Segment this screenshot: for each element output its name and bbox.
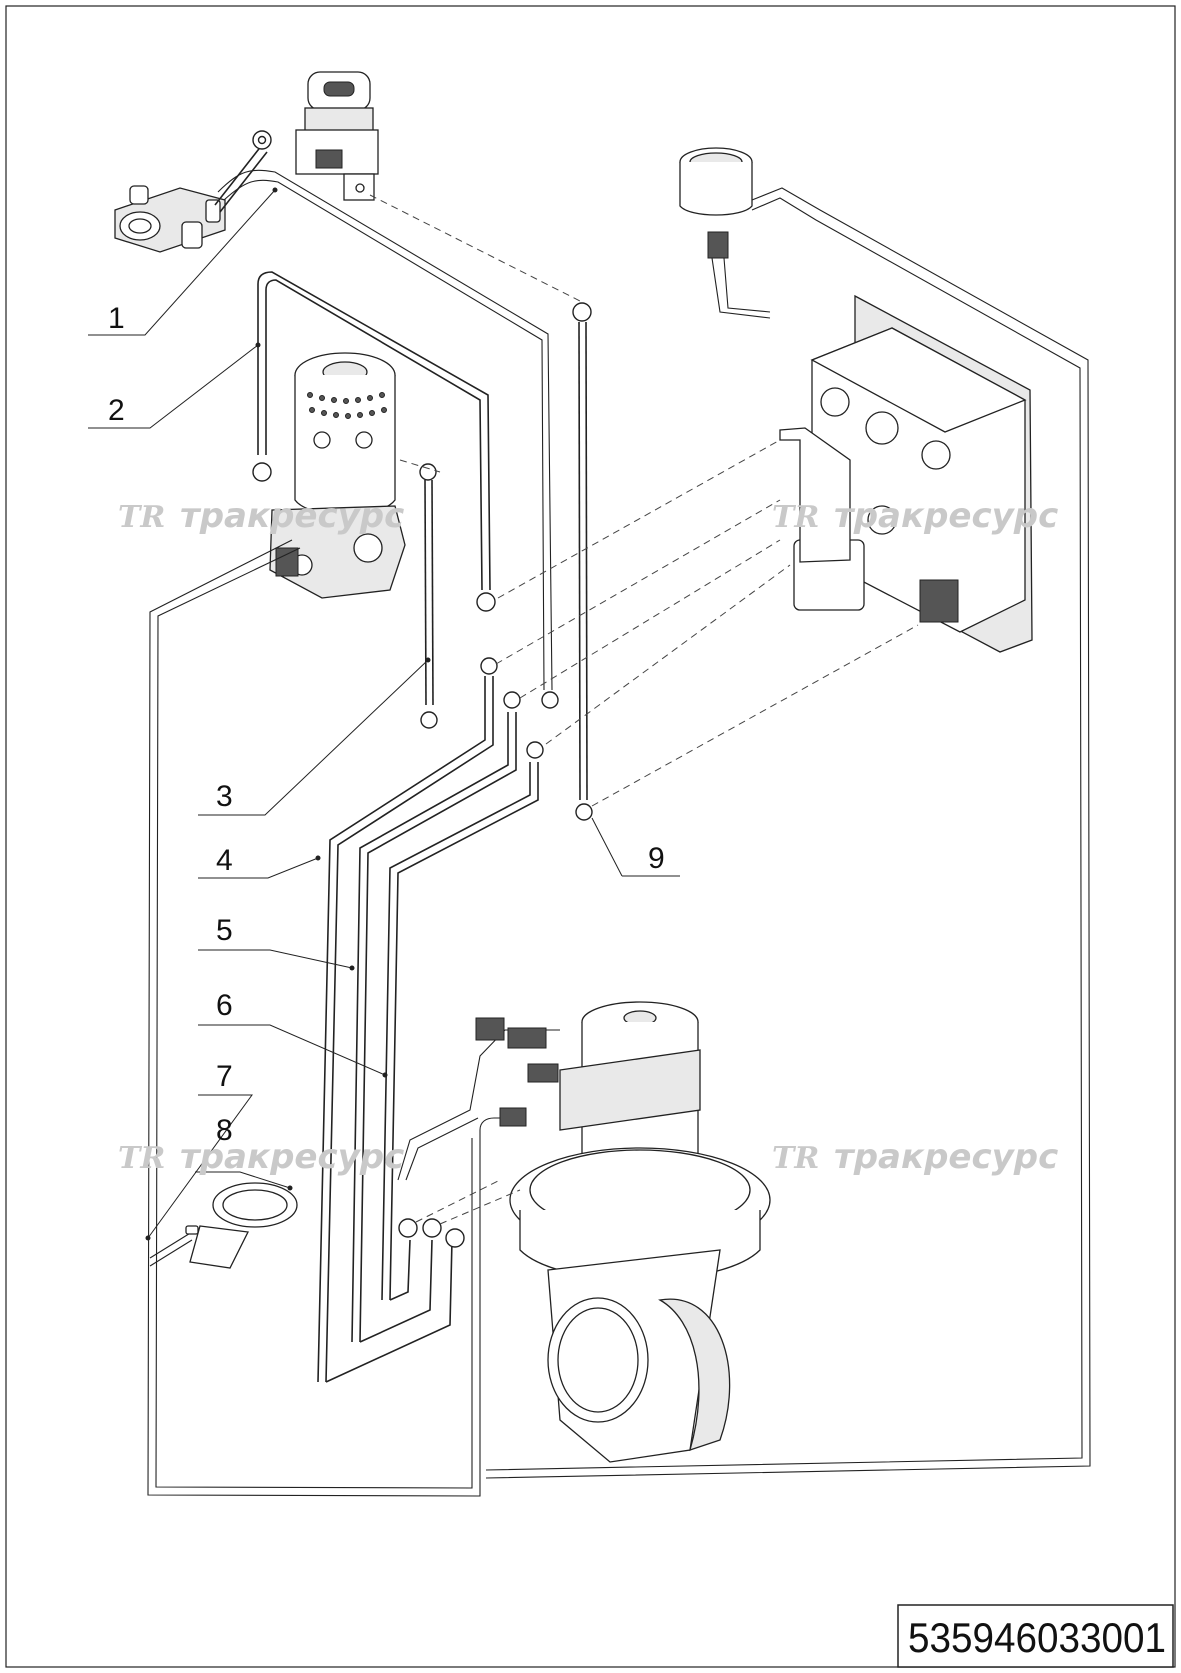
battery-cable	[214, 130, 272, 213]
battery-connector	[114, 185, 226, 253]
svg-text:TR: TR	[118, 1141, 165, 1176]
watermark-bottom-right: TR тракресурс	[772, 1137, 1058, 1177]
svg-text:тракресурс: тракресурс	[180, 496, 404, 536]
wire-3	[419, 463, 438, 729]
motor-controller	[779, 294, 1033, 653]
drive-connectors	[397, 1017, 560, 1181]
drive-motor-lugs	[398, 1218, 465, 1248]
horn	[149, 1182, 298, 1269]
watermark-bottom-left: TR тракресурс	[118, 1137, 404, 1177]
watermark-top-right: TR тракресурс	[772, 496, 1058, 536]
svg-text:TR: TR	[118, 500, 165, 535]
svg-text:TR: TR	[772, 500, 819, 535]
callout-1: 1	[108, 302, 125, 335]
svg-text:TR: TR	[772, 1141, 819, 1176]
wire-1	[217, 169, 559, 709]
callout-2: 2	[108, 394, 125, 427]
wire-4	[317, 657, 498, 1383]
callout-7: 7	[216, 1060, 233, 1093]
wire-7	[147, 539, 506, 1497]
svg-text:тракресурс: тракресурс	[834, 1137, 1058, 1177]
dashed-connection-lines	[369, 194, 919, 1225]
hour-meter	[485, 147, 1091, 1479]
document-number-box	[897, 1604, 1174, 1668]
svg-text:тракресурс: тракресурс	[834, 496, 1058, 536]
emergency-switch	[295, 71, 379, 201]
callout-4: 4	[216, 844, 233, 877]
callout-3: 3	[216, 780, 233, 813]
watermark-top-left: TR тракресурс	[118, 496, 404, 536]
wire-6	[381, 741, 544, 1301]
callout-9: 9	[648, 842, 665, 875]
pump-motor	[269, 352, 406, 599]
drive-unit	[509, 1001, 771, 1463]
callout-6: 6	[216, 989, 233, 1022]
callout-leaders	[88, 187, 680, 1241]
wire-2	[252, 271, 496, 612]
page-border	[5, 5, 1176, 1668]
wire-9	[572, 302, 593, 821]
callout-5: 5	[216, 914, 233, 947]
wire-5	[351, 691, 521, 1343]
pump-vent-holes	[307, 392, 387, 419]
svg-text:тракресурс: тракресурс	[180, 1137, 404, 1177]
callout-8: 8	[216, 1114, 233, 1147]
document-number: 535946033001	[908, 1614, 1166, 1661]
